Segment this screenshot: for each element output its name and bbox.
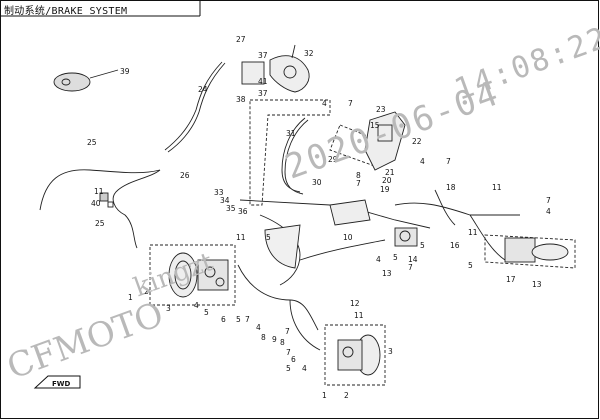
callout-29: 29 — [328, 155, 338, 164]
callout-39: 39 — [120, 67, 130, 76]
callout-2: 2 — [144, 287, 149, 296]
callout-5b: 5 — [420, 241, 425, 250]
callout-20: 20 — [382, 176, 392, 185]
callout-11: 11 — [94, 187, 104, 196]
callout-25: 25 — [87, 138, 97, 147]
callout-7f: 7 — [245, 315, 250, 324]
callout-7h: 7 — [286, 348, 291, 357]
callout-8c: 8 — [280, 338, 285, 347]
callout-11d: 11 — [236, 233, 246, 242]
callout-5: 5 — [468, 261, 473, 270]
callout-14: 14 — [408, 255, 418, 264]
callout-10: 10 — [343, 233, 353, 242]
callout-30: 30 — [312, 178, 322, 187]
callout-8: 8 — [356, 171, 361, 180]
callout-1b: 1 — [322, 391, 327, 400]
callout-7g: 7 — [285, 327, 290, 336]
callout-2b: 2 — [344, 391, 349, 400]
callout-1: 1 — [128, 293, 133, 302]
callout-24: 24 — [198, 85, 208, 94]
callout-33: 33 — [214, 188, 224, 197]
switch-part-39 — [53, 72, 91, 92]
callout-25b: 25 — [95, 219, 105, 228]
callout-18: 18 — [446, 183, 456, 192]
callout-5c: 5 — [393, 253, 398, 262]
callout-4e: 4 — [194, 301, 199, 310]
callout-4: 4 — [322, 99, 327, 108]
callout-40: 40 — [91, 199, 101, 208]
callout-4f: 4 — [256, 323, 261, 332]
callout-7: 7 — [348, 99, 353, 108]
callout-17: 17 — [506, 275, 516, 284]
callout-15: 15 — [370, 121, 380, 130]
callout-8b: 8 — [261, 333, 266, 342]
diagram-title: 制动系统/BRAKE SYSTEM — [4, 6, 128, 17]
callout-13: 13 — [532, 280, 542, 289]
callout-38: 38 — [236, 95, 246, 104]
callout-9: 9 — [272, 335, 277, 344]
callout-21: 21 — [385, 168, 395, 177]
callout-7e: 7 — [408, 263, 413, 272]
callout-4d: 4 — [376, 255, 381, 264]
callout-16: 16 — [450, 241, 460, 250]
callout-32: 32 — [304, 49, 314, 58]
fwd-label: FWD — [52, 380, 71, 388]
callout-13b: 13 — [382, 269, 392, 278]
callout-37: 37 — [258, 51, 268, 60]
callout-6b: 6 — [291, 355, 296, 364]
callout-26: 26 — [180, 171, 190, 180]
callout-labels: 39 27 37 32 41 37 38 24 25 26 11 40 25 3… — [87, 35, 551, 400]
callout-5d: 5 — [266, 233, 271, 242]
callout-4b: 4 — [420, 157, 425, 166]
callout-34: 34 — [220, 196, 230, 205]
callout-36: 36 — [238, 207, 248, 216]
callout-5f: 5 — [236, 315, 241, 324]
drawing-lines — [39, 44, 576, 386]
callout-12: 12 — [350, 299, 360, 308]
callout-11c: 11 — [468, 228, 478, 237]
callout-7b: 7 — [356, 179, 361, 188]
callout-4c: 4 — [546, 207, 551, 216]
callout-22: 22 — [412, 137, 422, 146]
callout-5g: 5 — [286, 364, 291, 373]
callout-4g: 4 — [302, 364, 307, 373]
callout-37b: 37 — [258, 89, 268, 98]
callout-27: 27 — [236, 35, 246, 44]
callout-6: 6 — [221, 315, 226, 324]
callout-31: 31 — [286, 129, 296, 138]
callout-41: 41 — [258, 77, 268, 86]
callout-19: 19 — [380, 185, 390, 194]
callout-7c: 7 — [446, 157, 451, 166]
callout-35: 35 — [226, 204, 236, 213]
callout-5e: 5 — [204, 308, 209, 317]
callout-23: 23 — [376, 105, 386, 114]
fwd-arrow-icon: FWD — [33, 375, 81, 389]
callout-7d: 7 — [546, 196, 551, 205]
callout-11e: 11 — [354, 311, 364, 320]
callout-3b: 3 — [388, 347, 393, 356]
callout-11b: 11 — [492, 183, 502, 192]
callout-3: 3 — [166, 304, 171, 313]
